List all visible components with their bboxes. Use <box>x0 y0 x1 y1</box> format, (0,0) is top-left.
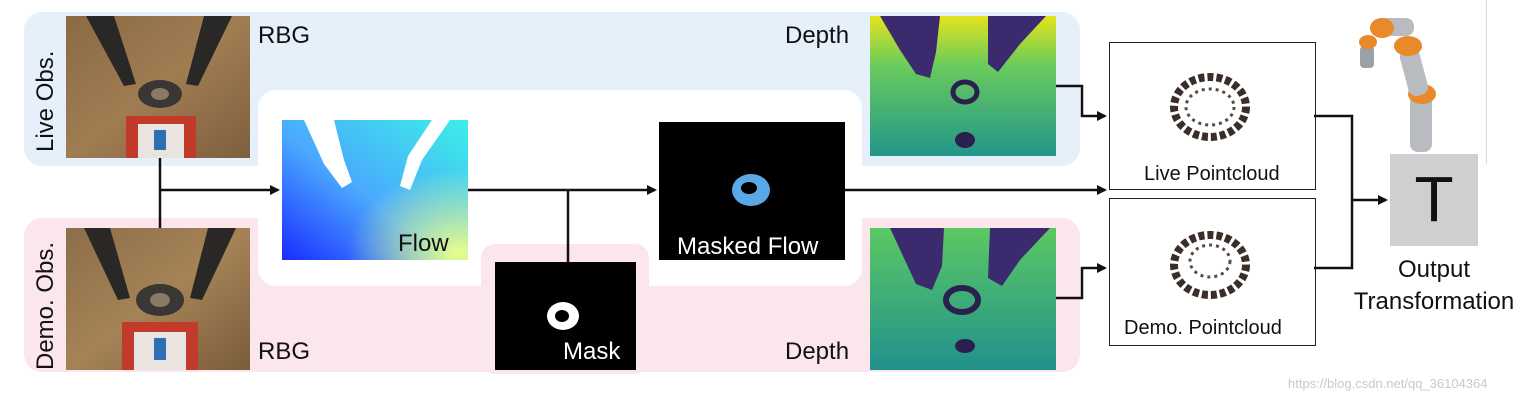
demo-rgb-label: RBG <box>258 338 311 365</box>
flow-label: Flow <box>398 230 449 257</box>
live-pointcloud-box: Live Pointcloud <box>1109 42 1316 190</box>
demo-depth-image <box>870 228 1056 370</box>
demo-pointcloud-box: Demo. Pointcloud <box>1109 198 1316 346</box>
demo-rgb-image <box>66 228 250 370</box>
output-label-line1: Output <box>1397 256 1471 283</box>
live-depth-image <box>870 16 1056 156</box>
live-rgb-image <box>66 16 250 158</box>
masked-flow-image <box>659 122 845 260</box>
transform-symbol: T <box>1414 163 1454 235</box>
masked-flow-label: Masked Flow <box>677 233 819 260</box>
live-pointcloud-image <box>1170 73 1250 141</box>
transformation-box: T <box>1390 154 1478 246</box>
live-depth-label: Depth <box>785 22 850 49</box>
demo-pointcloud-image <box>1170 231 1250 299</box>
pointcloud-merge-bracket <box>1314 114 1354 270</box>
flow-image <box>282 120 468 260</box>
arrow-demo-depth-to-pointcloud <box>1056 263 1107 300</box>
watermark: https://blog.csdn.net/qq_36104364 <box>1288 376 1488 391</box>
divider <box>1486 0 1487 164</box>
robot-arm-icon <box>1352 2 1462 152</box>
output-label-line2: Transformation <box>1353 288 1515 315</box>
demo-depth-label: Depth <box>785 338 850 365</box>
arrow-live-depth-to-pointcloud <box>1056 84 1107 121</box>
mask-image <box>495 262 636 370</box>
mask-label: Mask <box>563 338 621 365</box>
demo-pointcloud-label: Demo. Pointcloud <box>1124 317 1282 339</box>
live-pointcloud-label: Live Pointcloud <box>1144 163 1280 185</box>
live-rgb-label: RBG <box>258 22 311 49</box>
